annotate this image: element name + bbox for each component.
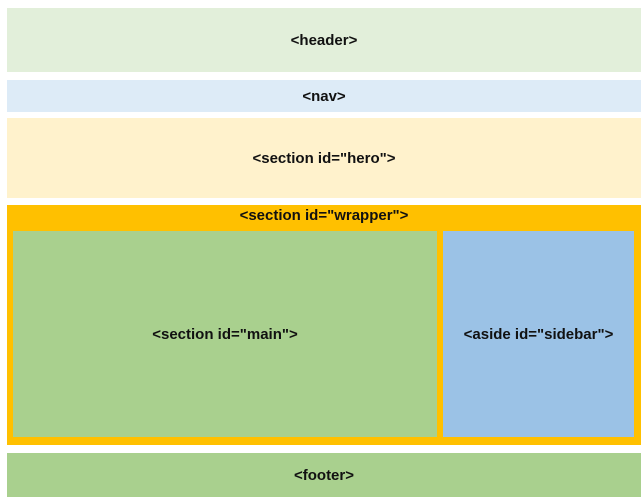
nav-label: <nav> xyxy=(302,87,346,105)
sidebar-aside-block: <aside id="sidebar"> xyxy=(443,231,634,437)
header-block: <header> xyxy=(7,8,641,72)
main-label: <section id="main"> xyxy=(152,325,298,343)
nav-block: <nav> xyxy=(7,80,641,112)
header-label: <header> xyxy=(290,31,358,49)
footer-label: <footer> xyxy=(293,466,354,484)
main-section-block: <section id="main"> xyxy=(13,231,437,437)
hero-section-block: <section id="hero"> xyxy=(7,118,641,198)
wrapper-label: <section id="wrapper"> xyxy=(239,207,409,224)
hero-label: <section id="hero"> xyxy=(252,149,396,167)
sidebar-label: <aside id="sidebar"> xyxy=(463,325,614,343)
footer-block: <footer> xyxy=(7,453,641,497)
